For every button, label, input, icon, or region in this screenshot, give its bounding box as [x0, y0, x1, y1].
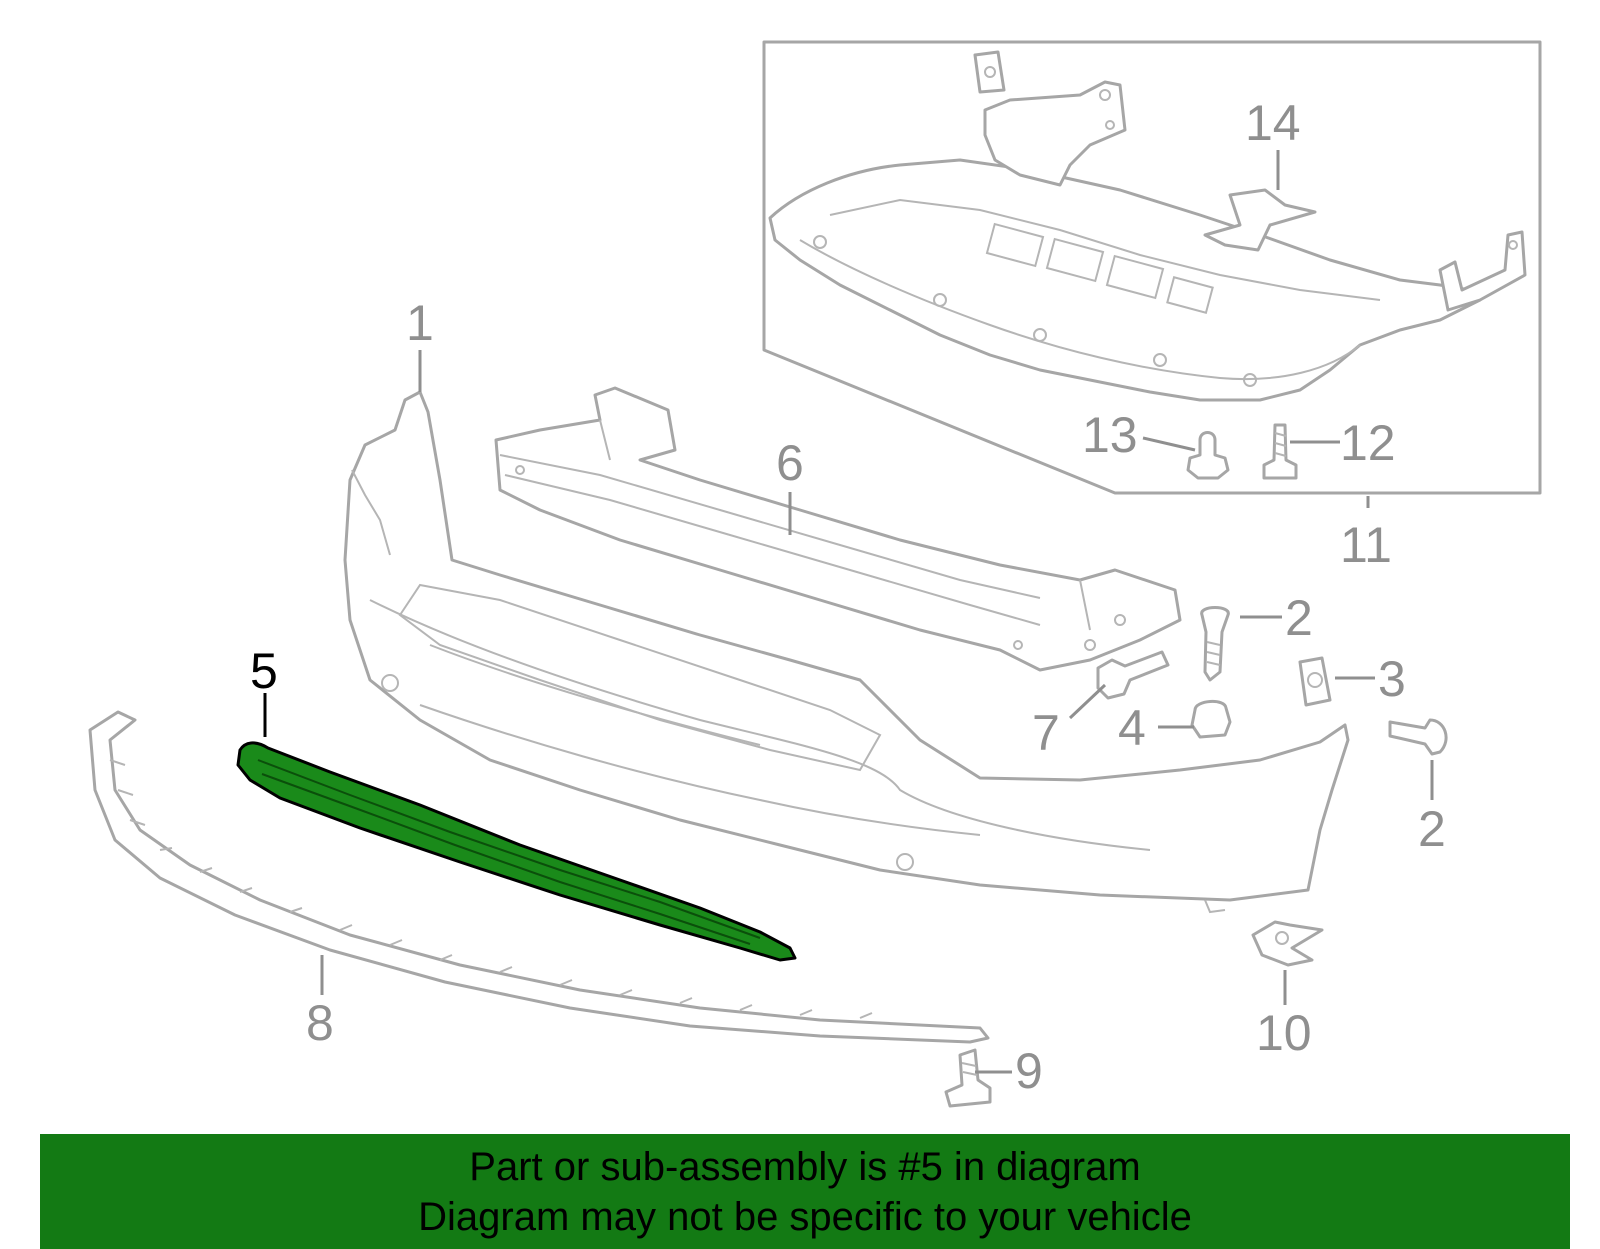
bumper-reinforcement-bar — [494, 386, 1182, 672]
callout-2-upper: 2 — [1285, 590, 1313, 646]
callout-4: 4 — [1118, 700, 1146, 756]
callout-9: 9 — [1015, 1043, 1043, 1099]
leader-lines — [263, 150, 1434, 1074]
callout-14: 14 — [1245, 95, 1301, 151]
callout-12: 12 — [1340, 415, 1396, 471]
callout-11: 11 — [1340, 517, 1392, 573]
skid-plate-inset — [762, 40, 1542, 495]
callout-8: 8 — [306, 995, 334, 1051]
callout-1: 1 — [406, 295, 434, 351]
callout-2-lower: 2 — [1418, 801, 1446, 857]
info-banner: Part or sub-assembly is #5 in diagram Di… — [40, 1134, 1570, 1249]
callout-7: 7 — [1032, 705, 1060, 761]
callout-10: 10 — [1256, 1005, 1312, 1061]
fasteners — [944, 606, 1448, 1108]
lower-trim-strip — [88, 710, 990, 1044]
callout-labels: 1 6 14 13 12 11 2 3 4 7 2 10 8 9 5 — [250, 95, 1446, 1099]
callout-6: 6 — [776, 435, 804, 491]
callout-5: 5 — [250, 643, 278, 699]
banner-line-1: Part or sub-assembly is #5 in diagram — [469, 1145, 1141, 1189]
callout-13: 13 — [1082, 407, 1138, 463]
banner-line-2: Diagram may not be specific to your vehi… — [418, 1195, 1192, 1239]
bumper-cover — [343, 390, 1350, 914]
part-5-highlight — [236, 741, 797, 962]
callout-3: 3 — [1378, 651, 1406, 707]
